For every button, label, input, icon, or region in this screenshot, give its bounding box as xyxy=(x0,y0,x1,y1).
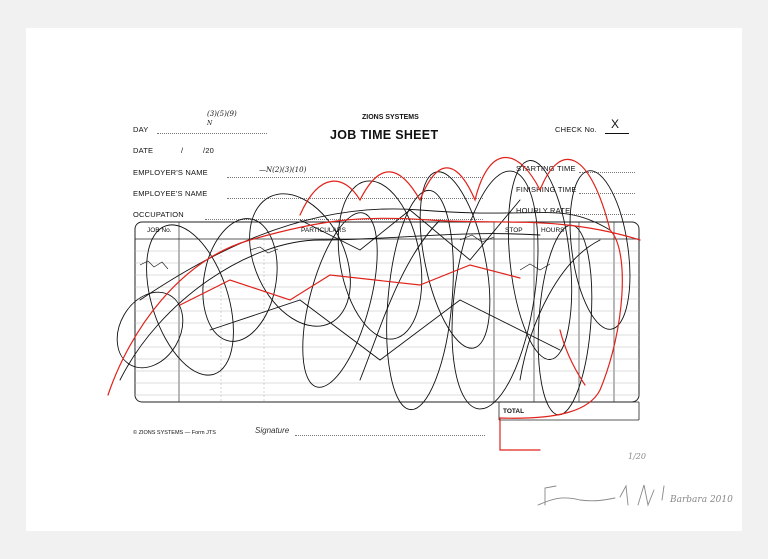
day-line xyxy=(157,133,267,134)
finishing-time-label: FINISHING TIME xyxy=(516,185,577,194)
date-year: /20 xyxy=(203,146,215,155)
employer-name-label: EMPLOYER'S NAME xyxy=(133,168,208,177)
employee-name-label: EMPLOYEE'S NAME xyxy=(133,189,208,198)
black-ink-scribbles xyxy=(116,160,631,416)
form-title: JOB TIME SHEET xyxy=(330,128,439,142)
artist-signature: Barbara 2010 xyxy=(670,495,733,505)
hourly-rate-label: HOURLY RATE xyxy=(516,206,571,215)
check-no-mark: X xyxy=(611,117,620,131)
check-no-box xyxy=(605,121,629,134)
signature-line xyxy=(295,435,485,436)
occupation-label: OCCUPATION xyxy=(133,210,184,219)
occupation-line xyxy=(205,219,483,220)
job-time-sheet-form: DAY DATE / /20 EMPLOYER'S NAME EMPLOYEE'… xyxy=(109,106,659,441)
edition-number: 1/20 xyxy=(628,452,646,461)
employer-handwritten-note: —N(2)(3)(10) xyxy=(259,166,307,174)
day-handwritten-note: (3)(5)(9) xyxy=(207,110,237,118)
signature-label: Signature xyxy=(255,426,290,435)
red-ink-scribbles xyxy=(107,156,641,451)
day-label: DAY xyxy=(133,125,149,134)
total-label: TOTAL xyxy=(503,408,525,415)
company-name: ZIONS SYSTEMS xyxy=(362,114,419,121)
column-job-no: JOB No. xyxy=(147,227,172,234)
column-particulars: PARTICULARS xyxy=(301,227,346,234)
column-stop: STOP xyxy=(505,227,523,234)
starting-time-label: STARTING TIME xyxy=(516,164,576,173)
hourly-rate-line xyxy=(569,214,635,215)
artist-signature-drawing xyxy=(537,484,665,507)
day-handwritten-sub: N xyxy=(207,120,213,127)
date-slash: / xyxy=(181,146,184,155)
date-label: DATE xyxy=(133,146,154,155)
employer-name-line xyxy=(227,177,483,178)
check-no-label: CHECK No. xyxy=(555,125,597,134)
column-hours: HOURS xyxy=(541,227,565,234)
employee-name-line xyxy=(227,198,483,199)
form-footer: © ZIONS SYSTEMS — Form JTS xyxy=(133,430,216,436)
starting-time-line xyxy=(579,172,635,173)
finishing-time-line xyxy=(579,193,635,194)
handwritten-marks xyxy=(139,234,551,271)
